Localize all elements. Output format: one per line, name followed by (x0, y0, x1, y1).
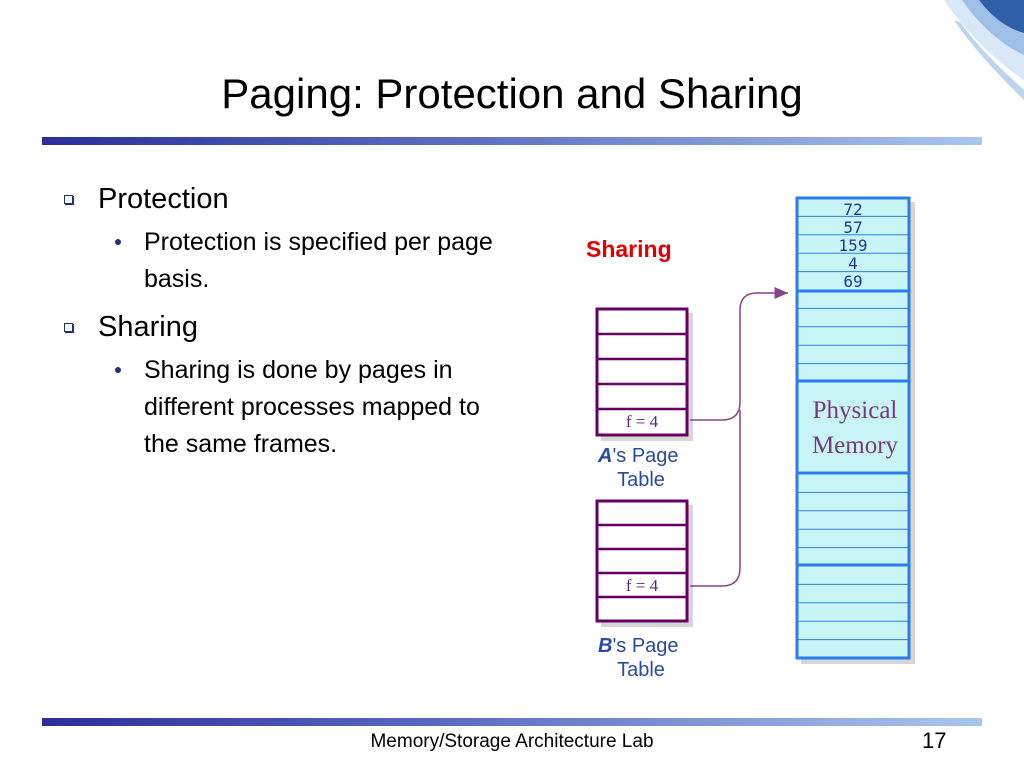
sub-bullet-text: Protection is specified per page basis. (144, 228, 493, 293)
bullet-protection: Protection (58, 180, 518, 218)
physical-memory: 72 57 159 4 69 Physical Memory (795, 196, 915, 664)
square-bullet-icon (64, 323, 73, 332)
sub-bullet-protection: Protection is specified per page basis. (58, 224, 518, 298)
corner-decoration (944, 0, 1024, 100)
memory-label: Physical (813, 397, 898, 424)
table-b-caption: B's Page (598, 635, 679, 657)
table-a-caption: A's Page (597, 445, 679, 467)
footer-rule (42, 718, 982, 726)
caption-text: 's Page (612, 445, 678, 467)
page-number: 17 (922, 728, 947, 753)
page-table-b: f = 4 (595, 499, 693, 627)
caption-text: 's Page (612, 635, 678, 657)
arrow-a-to-frame (690, 287, 788, 421)
caption-letter: B (598, 635, 612, 657)
memory-value: 69 (843, 272, 862, 291)
slide-title: Paging: Protection and Sharing (221, 70, 803, 117)
title-rule (42, 137, 982, 145)
dot-bullet-icon (115, 367, 121, 373)
page-table-entry: f = 4 (626, 412, 659, 431)
caption-letter: A (597, 445, 612, 467)
footer-text: Memory/Storage Architecture Lab (370, 731, 654, 752)
bullet-text: Sharing (98, 311, 198, 343)
arrow-b-to-frame (690, 410, 741, 587)
table-a-caption-line2: Table (617, 469, 665, 491)
memory-value: 57 (843, 218, 862, 237)
page-table-a: f = 4 (595, 307, 693, 441)
dot-bullet-icon (115, 239, 121, 245)
page-table-entry: f = 4 (626, 576, 659, 595)
table-b-caption-line2: Table (617, 659, 665, 681)
bullet-text: Protection (98, 183, 229, 215)
memory-label: Memory (812, 432, 899, 459)
bullet-list: Protection Protection is specified per p… (58, 180, 518, 473)
memory-value: 4 (848, 254, 858, 273)
bullet-sharing: Sharing (58, 308, 518, 346)
memory-value: 72 (843, 200, 862, 219)
sub-bullet-text: Sharing is done by pages in different pr… (144, 356, 480, 458)
sub-bullet-sharing: Sharing is done by pages in different pr… (58, 352, 504, 463)
sharing-label: Sharing (586, 236, 672, 262)
memory-value: 159 (839, 236, 868, 255)
square-bullet-icon (64, 195, 73, 204)
